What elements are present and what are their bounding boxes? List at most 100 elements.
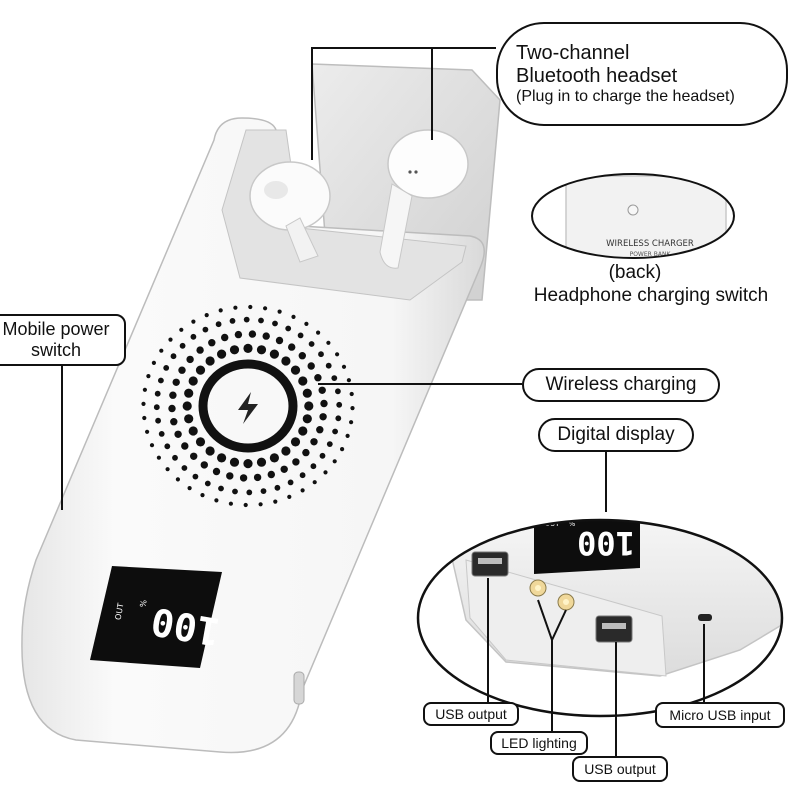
pattern-dot [200,493,205,498]
zoom-display-percent: % [569,520,576,528]
pattern-dot [214,498,219,503]
pattern-dot [335,352,340,357]
pattern-dot [243,502,248,508]
pattern-dot [298,352,306,360]
pattern-dot [290,365,301,375]
pattern-dot [308,341,315,347]
micro-usb-port [698,614,712,621]
pattern-dot [174,430,182,438]
pattern-dot [149,443,155,448]
pattern-dot [291,314,296,319]
pattern-dot [298,426,308,436]
pattern-dot [310,463,317,470]
pattern-dot [226,472,234,480]
pattern-dot [178,366,186,374]
pattern-dot [288,343,296,351]
pattern-dot [156,455,161,460]
pattern-dot [204,313,209,318]
pattern-dot [190,333,197,340]
pattern-dot [172,454,178,461]
pattern-dot [258,502,263,507]
pattern-dot [158,377,164,384]
pattern-dot [269,453,279,463]
pattern-dot [290,437,301,447]
pattern-dot [205,446,215,456]
mobile-power-line1: Mobile power [2,319,110,340]
pattern-dot [297,332,304,339]
pattern-dot [179,327,184,332]
wireless-charging-ring [198,359,298,453]
pattern-dot [186,355,194,364]
front-display-out: OUT [114,602,126,620]
pattern-dot [307,362,315,370]
pattern-dot [335,415,342,422]
wireless-charging-pattern [141,304,355,508]
pattern-dot [205,356,215,366]
pattern-dot [318,386,326,394]
pattern-dot [158,431,165,437]
pattern-dot [314,374,322,382]
pattern-dot [304,321,309,326]
pattern-dot [195,437,206,447]
lightning-bolt-icon [238,392,258,424]
pattern-dot [155,417,162,424]
pattern-dot [316,330,321,335]
pattern-dot [204,480,211,487]
pattern-dot [217,349,227,359]
zoom-digital-display [534,520,640,574]
pattern-dot [184,388,194,398]
pattern-dot [277,309,282,314]
pattern-dot [300,488,305,493]
pattern-dot [212,467,221,476]
digital-display-label: Digital display [538,418,694,452]
pattern-dot [191,319,196,324]
pattern-dot [346,378,351,383]
pattern-dot [168,337,173,342]
pattern-dot [253,473,262,482]
pattern-dot [188,426,198,436]
pattern-dot [340,447,345,452]
earbud-left [249,161,331,263]
pattern-dot [292,458,300,466]
pattern-dot [229,457,240,467]
pattern-dot [350,406,355,411]
pattern-dot [285,325,292,332]
pattern-dot [258,317,264,324]
pattern-dot [302,448,310,457]
pattern-dot [263,306,268,311]
pattern-dot [187,486,192,491]
pattern-dot [141,401,146,406]
pattern-dot [326,441,333,447]
pattern-dot [229,345,240,355]
pattern-dot [275,336,284,345]
pattern-dot [200,461,208,469]
pattern-dot [218,308,223,313]
pattern-dot [319,452,326,459]
pattern-dot [215,321,222,328]
pattern-dot [165,467,170,472]
pattern-dot [323,470,328,475]
usb-output-bottom-label: USB output [572,756,668,782]
port-detail-inset: 100 OUT % [416,518,784,718]
pattern-dot [312,480,317,485]
pattern-dot [302,388,312,398]
pattern-dot [269,349,279,359]
pattern-dot [181,442,189,450]
pattern-dot [172,378,180,386]
pattern-dot [349,420,354,425]
pattern-dot [243,343,253,353]
headphone-switch-caption: Headphone charging switch [533,285,769,306]
pattern-dot [349,391,354,397]
back-label-subtext: POWER BANK [630,251,672,258]
callout-lines [61,47,705,756]
pattern-dot [325,362,332,369]
pattern-dot [318,351,324,358]
mobile-power-switch-label: Mobile power switch [0,314,126,366]
pattern-dot [287,479,294,486]
zoom-display-digits: 100 [577,524,635,562]
micro-usb-label: Micro USB input [655,702,785,728]
side-button [293,671,305,705]
pattern-dot [145,429,150,434]
pattern-dot [248,304,253,310]
